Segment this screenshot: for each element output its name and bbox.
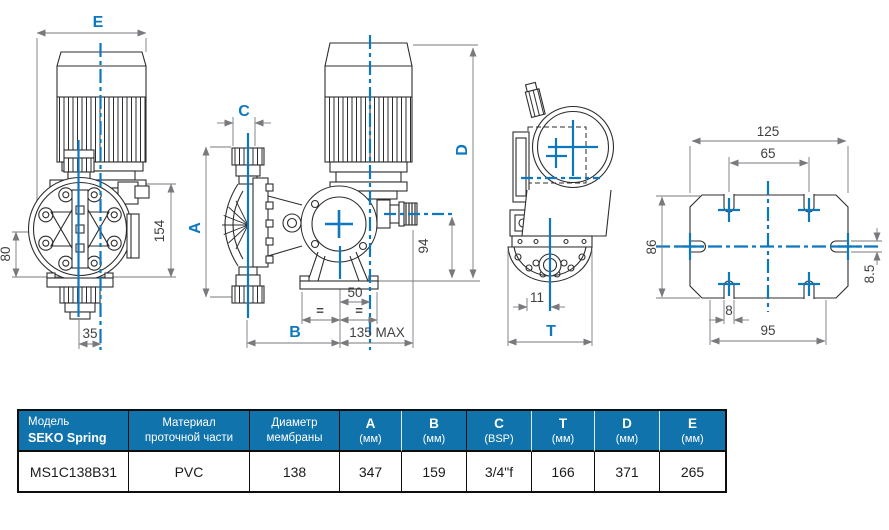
dim-label-B: B xyxy=(289,324,301,341)
header-line2: (мм) xyxy=(615,433,639,446)
header-line2: SEKO Spring xyxy=(28,430,107,445)
header-line1: Модель xyxy=(28,415,70,428)
cell-A: 347 xyxy=(340,452,402,491)
dim-label-A: A xyxy=(187,222,204,234)
header-line1: Диаметр xyxy=(271,416,318,429)
cell-E: 265 xyxy=(660,452,725,491)
cell-B: 159 xyxy=(402,452,467,491)
header-line1: A xyxy=(365,415,376,431)
dim-label-35: 35 xyxy=(82,326,97,341)
col-header-diaphragm: Диаметр мембраны xyxy=(250,411,340,452)
spec-table: Модель SEKO Spring Материал проточной ча… xyxy=(17,409,727,493)
dim-label-eq-right: = xyxy=(355,303,363,318)
dim-label-80: 80 xyxy=(0,246,13,261)
dim-label-125: 125 xyxy=(757,124,780,139)
technical-drawing: E 80 154 35 xyxy=(0,14,882,350)
dim-label-T: T xyxy=(546,323,556,340)
dim-label-eq-left: = xyxy=(316,303,324,318)
col-header-A: A (мм) xyxy=(340,411,402,452)
dim-label-95: 95 xyxy=(760,323,775,338)
cell-material: PVC xyxy=(129,452,250,491)
dim-label-8-5: 8.5 xyxy=(862,265,877,284)
header-line1: D xyxy=(622,415,632,431)
header-line1: T xyxy=(558,415,568,431)
dim-label-50: 50 xyxy=(347,285,362,300)
header-line1: Материал xyxy=(162,416,216,429)
header-line2: проточной части xyxy=(144,431,234,444)
dim-label-D: D xyxy=(454,144,471,156)
front-view-drawing: E 80 154 35 xyxy=(0,14,176,350)
dim-label-154: 154 xyxy=(152,219,167,242)
dim-label-8: 8 xyxy=(725,303,733,318)
col-header-T: T (мм) xyxy=(532,411,595,452)
header-line1: E xyxy=(687,415,697,431)
dim-label-11: 11 xyxy=(530,290,544,305)
dim-label-65: 65 xyxy=(760,146,775,161)
col-header-model: Модель SEKO Spring xyxy=(19,411,129,452)
col-header-E: E (мм) xyxy=(660,411,725,452)
cell-D: 371 xyxy=(595,452,660,491)
header-line2: (мм) xyxy=(359,433,382,446)
header-line2: мембраны xyxy=(266,431,323,444)
cell-diaphragm: 138 xyxy=(250,452,340,491)
cell-C: 3/4"f xyxy=(467,452,532,491)
header-line2: (BSP) xyxy=(484,433,514,446)
mounting-footprint-drawing: 125 65 86 8.5 8 95 xyxy=(644,124,882,345)
header-line1: C xyxy=(494,415,504,431)
header-line2: (мм) xyxy=(422,433,446,446)
rear-view-drawing: 11 T xyxy=(507,81,615,346)
dim-label-86: 86 xyxy=(644,239,659,254)
dim-label-135max: 135 MAX xyxy=(349,325,405,340)
header-line2: (мм) xyxy=(551,433,575,446)
dim-label-E: E xyxy=(93,14,104,31)
col-header-D: D (мм) xyxy=(595,411,660,452)
dim-label-94: 94 xyxy=(416,238,431,254)
cell-model: MS1C138B31 xyxy=(19,452,129,491)
cell-T: 166 xyxy=(532,452,595,491)
col-header-C: C (BSP) xyxy=(467,411,532,452)
header-line2: (мм) xyxy=(681,433,704,446)
header-line1: B xyxy=(429,415,439,431)
col-header-B: B (мм) xyxy=(402,411,467,452)
col-header-material: Материал проточной части xyxy=(129,411,250,452)
side-view-drawing: C A 50 = = B 135 MAX 94 D xyxy=(187,35,480,350)
dim-label-C: C xyxy=(238,103,250,120)
